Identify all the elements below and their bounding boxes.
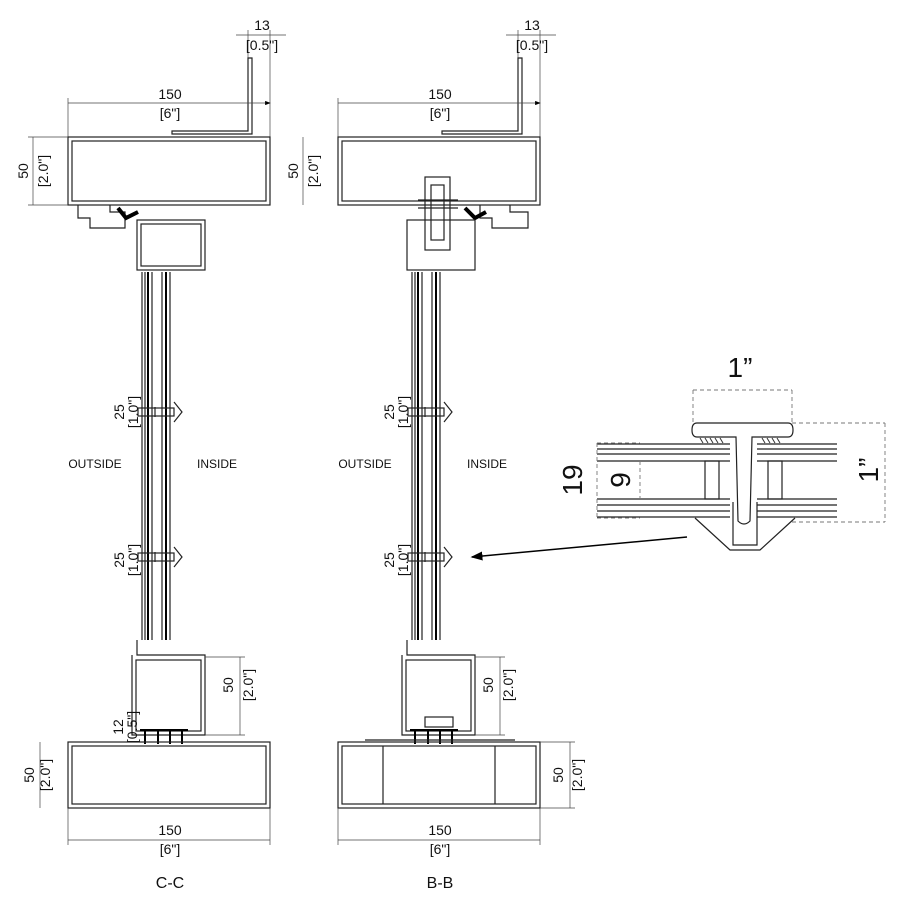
base-width-dim-in: [6"]	[160, 841, 181, 857]
detail-width-dim: 1”	[728, 352, 753, 383]
head-frame	[406, 219, 476, 271]
head-frame	[136, 219, 206, 271]
outside-label: OUTSIDE	[68, 457, 121, 471]
joint-dim-in: [1.0"]	[395, 544, 411, 576]
joint-dim-in: [1.0"]	[395, 396, 411, 428]
base-width-dim-in: [6"]	[430, 841, 451, 857]
outside-label: OUTSIDE	[338, 457, 391, 471]
pressure-cap	[691, 422, 794, 525]
top-height-dim-mm: 50	[15, 163, 31, 179]
base-beam	[67, 741, 271, 809]
top-angle-dim-in: [0.5"]	[246, 37, 278, 53]
inside-label: INSIDE	[467, 457, 507, 471]
base-width-dim-mm: 150	[158, 822, 182, 838]
joint-dim-mm: 25	[381, 552, 397, 568]
gasket	[463, 206, 487, 221]
section-c-c: 13 [0.5"] 150 [6"] 50 [2.0"] 25 [1.0"] 2…	[15, 17, 286, 892]
header-beam	[67, 136, 271, 206]
joint-detail: 1” 19 9 1”	[557, 352, 886, 551]
base-height-dim-mm: 50	[21, 767, 37, 783]
top-height-dim-mm: 50	[285, 163, 301, 179]
leader-arrow	[470, 536, 688, 561]
base-width-dim-mm: 150	[428, 822, 452, 838]
section-b-b: 13 [0.5"] 150 [6"] 50 [2.0"] 25 [1.0"] 2…	[285, 17, 585, 892]
top-width-dim-in: [6"]	[430, 105, 451, 121]
sill-frame	[131, 640, 206, 736]
section-title: B-B	[427, 875, 454, 892]
top-angle-dim-mm: 13	[524, 17, 540, 33]
sill-frame	[401, 640, 476, 736]
section-title: C-C	[156, 875, 184, 892]
inside-label: INSIDE	[197, 457, 237, 471]
top-width-dim-mm: 150	[158, 86, 182, 102]
top-angle-dim-in: [0.5"]	[516, 37, 548, 53]
base-height-dim-in: [2.0"]	[37, 759, 53, 791]
glazing-adapter	[694, 517, 796, 551]
anchor-dim-mm: 12	[110, 719, 126, 735]
top-angle-dim-mm: 13	[254, 17, 270, 33]
sill-height-dim-mm: 50	[480, 677, 496, 693]
detail-gap-dim: 9	[605, 472, 636, 488]
joint-dim-in: [1.0"]	[125, 396, 141, 428]
base-beam	[337, 741, 541, 809]
joint-dim-mm: 25	[111, 404, 127, 420]
base-height-dim-mm: 50	[550, 767, 566, 783]
sill-height-dim-in: [2.0"]	[240, 669, 256, 701]
gasket	[116, 206, 139, 221]
sill-height-dim-mm: 50	[220, 677, 236, 693]
top-height-dim-in: [2.0"]	[35, 155, 51, 187]
steel-angle	[441, 57, 523, 135]
joint-dim-mm: 25	[381, 404, 397, 420]
header-beam	[337, 136, 541, 206]
bracket	[424, 176, 451, 251]
top-width-dim-mm: 150	[428, 86, 452, 102]
detail-overall-dim: 19	[557, 464, 588, 495]
sill-height-dim-in: [2.0"]	[500, 669, 516, 701]
steel-angle	[171, 57, 253, 135]
detail-height-dim: 1”	[853, 458, 884, 483]
top-width-dim-in: [6"]	[160, 105, 181, 121]
joint-dim-in: [1.0"]	[125, 544, 141, 576]
anchor-dim-in: [0.5"]	[124, 711, 140, 743]
base-height-dim-in: [2.0"]	[569, 759, 585, 791]
setting-block	[424, 716, 454, 728]
top-height-dim-in: [2.0"]	[305, 155, 321, 187]
joint-dim-mm: 25	[111, 552, 127, 568]
